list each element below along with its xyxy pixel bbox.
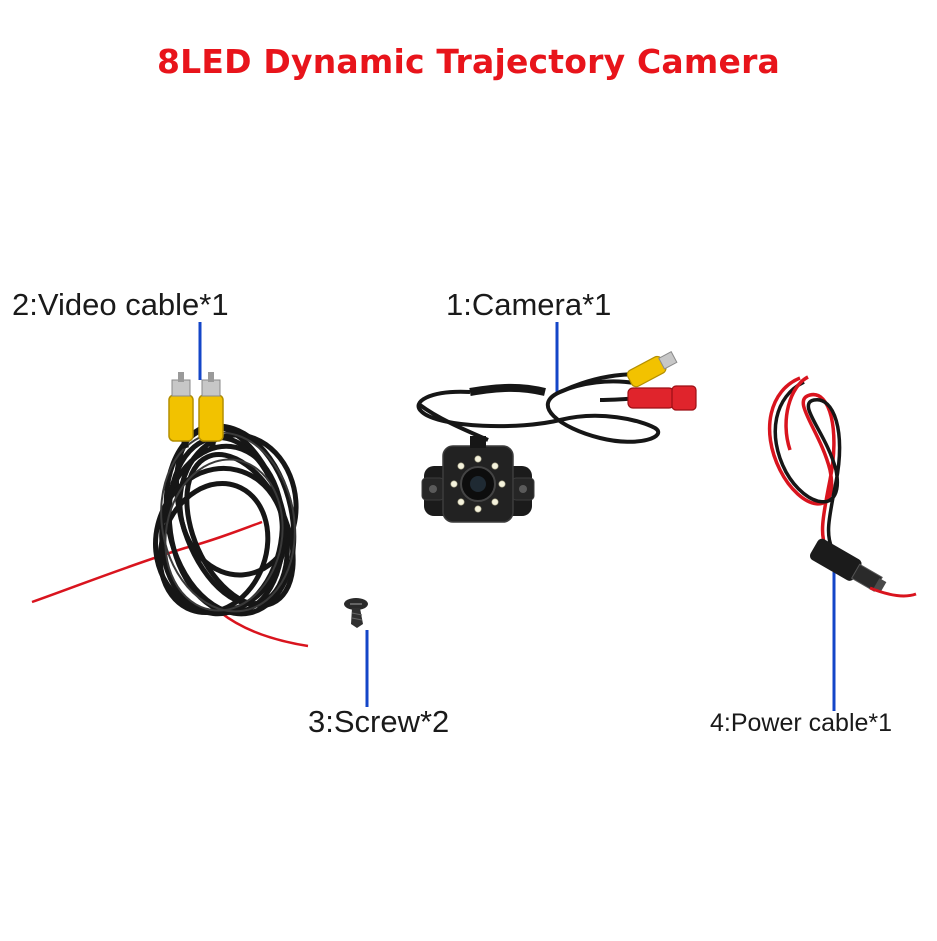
power-cable-image — [767, 375, 917, 598]
screw-label: 3:Screw*2 — [308, 704, 450, 739]
camera-image — [416, 351, 697, 523]
video-cable-image — [31, 372, 309, 648]
video-cable-label: 2:Video cable*1 — [12, 287, 229, 322]
camera-label: 1:Camera*1 — [446, 287, 612, 322]
power-cable-label: 4:Power cable*1 — [710, 709, 893, 737]
screw-image — [344, 598, 368, 628]
page-title: 8LED Dynamic Trajectory Camera — [156, 42, 781, 81]
pointer-lines — [198, 322, 836, 711]
